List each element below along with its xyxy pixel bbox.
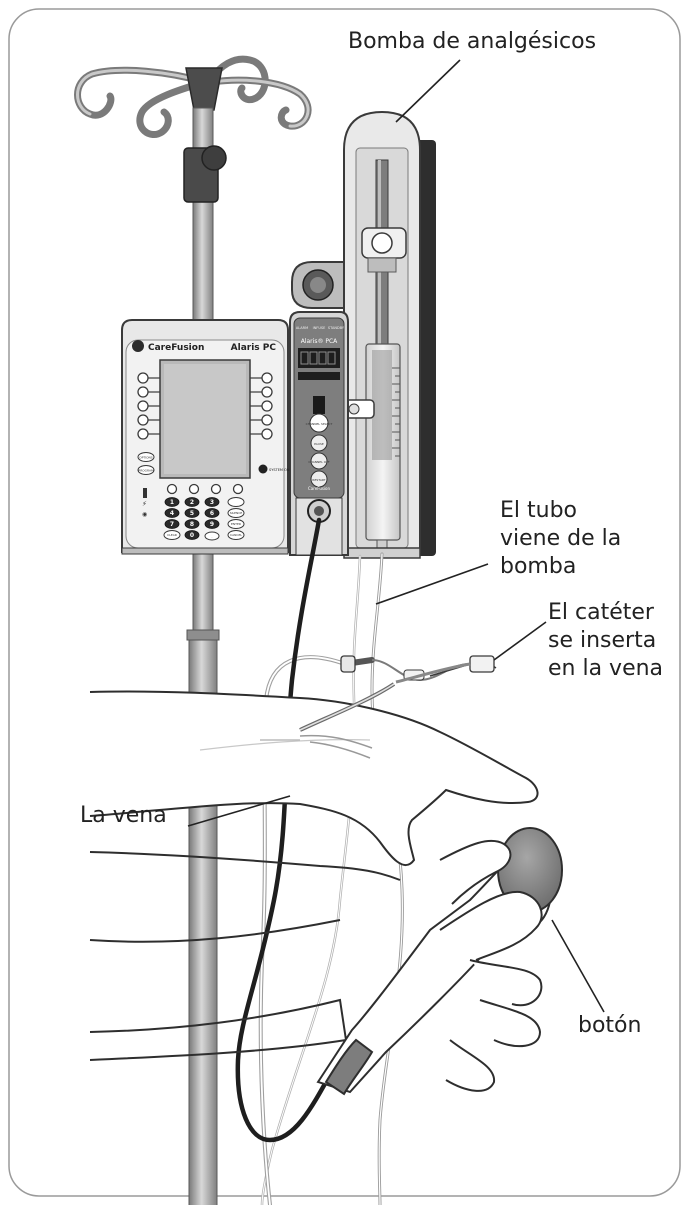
system-on-label: SYSTEM ON xyxy=(269,468,290,472)
catheter xyxy=(340,655,497,684)
pca-infuse-label: INFUSE xyxy=(313,326,326,330)
soft-keys-bottom xyxy=(166,483,244,495)
key-dot: . xyxy=(212,535,213,539)
pca-brand-label: CareFusion xyxy=(308,486,331,491)
key-7: 7 xyxy=(170,521,174,528)
key-5: 5 xyxy=(190,510,194,517)
key-3: 3 xyxy=(210,499,214,506)
keypad xyxy=(164,497,220,540)
label-tube-from-pump: El tubo viene de la bomba xyxy=(500,498,622,579)
key-clear: CLEAR xyxy=(167,533,177,537)
leader-vein xyxy=(187,795,291,827)
key-2: 2 xyxy=(190,499,194,506)
label-button: botón xyxy=(578,1013,642,1038)
pca-pause-label: PAUSE xyxy=(314,442,324,446)
pca-restart-label: RESTART xyxy=(312,478,325,482)
alaris-pc-unit: CareFusion Alaris PC OPTIONS PROGRAM SYS… xyxy=(121,319,290,555)
key-0: 0 xyxy=(190,532,194,539)
svg-text:⚡: ⚡ xyxy=(142,500,147,508)
key-4: 4 xyxy=(170,510,174,517)
leader-lines xyxy=(187,59,605,1013)
key-8: 8 xyxy=(190,521,194,528)
label-analgesic-pump: Bomba de analgésicos xyxy=(348,29,597,54)
key-6: 6 xyxy=(210,510,214,517)
svg-text:◉: ◉ xyxy=(142,511,147,518)
key-9: 9 xyxy=(210,521,214,528)
key-enter: ENTER xyxy=(231,522,241,526)
pca-channel-select-label: CHANNEL SELECT xyxy=(306,422,333,426)
program-key-label: PROGRAM xyxy=(138,469,154,473)
leader-tube xyxy=(375,563,489,605)
analgesic-pump xyxy=(343,110,436,559)
label-vein: La vena xyxy=(80,803,167,828)
patient-arm xyxy=(89,682,539,867)
pca-channel-off-label: CHANNEL OFF xyxy=(308,460,329,464)
pump-pole-clamp xyxy=(291,261,345,309)
leader-catheter xyxy=(493,621,547,661)
soft-keys-right xyxy=(261,372,273,440)
syringe-scale xyxy=(392,367,400,457)
label-catheter: El catéter se inserta en la vena xyxy=(548,600,664,681)
options-key-label: OPTIONS xyxy=(139,456,152,460)
pca-alarm-label: ALARM xyxy=(296,326,308,330)
key-1: 1 xyxy=(170,499,174,506)
alaris-model: Alaris PC xyxy=(231,343,277,353)
carefusion-logo-icon xyxy=(132,340,144,352)
hand-with-button xyxy=(89,827,563,1096)
key-cancel: CANCEL xyxy=(230,533,242,537)
pca-standby-label: STANDBY xyxy=(328,326,345,330)
leader-pump xyxy=(395,59,461,123)
pca-title: Alaris® PCA xyxy=(301,338,338,345)
alaris-brand: CareFusion xyxy=(148,343,204,353)
leader-button xyxy=(551,919,605,1013)
key-silence: SILENCE xyxy=(230,511,243,515)
pca-module: Alaris® PCA ALARM INFUSE STANDBY CHANNEL… xyxy=(289,311,349,556)
